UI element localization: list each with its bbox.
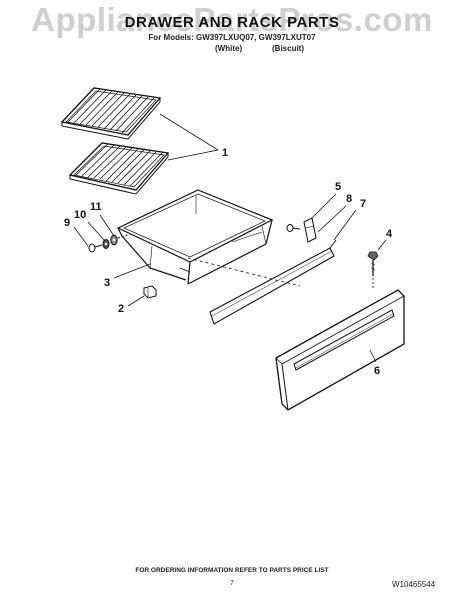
watermark: AppliancePartsPros.com <box>31 1 433 38</box>
model-numbers: For Models: GW397LXUQ07, GW397LXUT07 <box>148 33 316 42</box>
callout-4: 4 <box>386 228 393 240</box>
document-id: W10465544 <box>392 580 436 589</box>
callout-11: 11 <box>90 201 102 213</box>
drawer-front-panel <box>275 289 405 411</box>
drawer-panel-rear <box>209 239 337 325</box>
ordering-note: FOR ORDERING INFORMATION REFER TO PARTS … <box>135 567 329 574</box>
oven-rack-upper <box>60 87 162 140</box>
page-title: DRAWER AND RACK PARTS <box>124 14 340 31</box>
color-white-label: (White) <box>215 44 243 53</box>
color-biscuit-label: (Biscuit) <box>272 44 304 53</box>
drawer-bracket <box>286 217 317 243</box>
callout-7: 7 <box>360 198 366 210</box>
oven-rack-lower <box>68 142 170 195</box>
callout-5: 5 <box>335 181 341 193</box>
callout-9: 9 <box>64 217 70 229</box>
drawer-clip <box>143 285 157 299</box>
drawer-assembly <box>116 189 274 285</box>
callout-10: 10 <box>74 209 86 221</box>
callout-2: 2 <box>118 303 124 315</box>
callout-1: 1 <box>222 147 228 159</box>
callout-6: 6 <box>374 365 380 377</box>
callout-8: 8 <box>346 193 352 205</box>
drawer-front-screw <box>367 251 379 276</box>
page-number: 7 <box>230 580 234 587</box>
callout-3: 3 <box>104 277 110 289</box>
side-fasteners <box>88 233 131 253</box>
